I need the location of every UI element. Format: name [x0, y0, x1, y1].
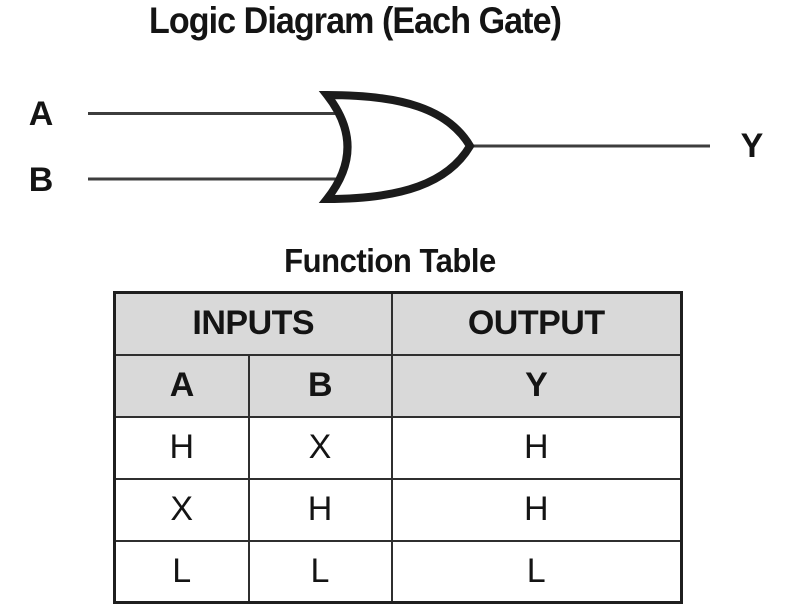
- column-header-row: A B Y: [113, 353, 683, 418]
- cell-y: H: [390, 415, 683, 480]
- cell-a: H: [113, 415, 250, 480]
- cell-a: L: [113, 539, 250, 604]
- cell-y: H: [390, 477, 683, 542]
- cell-y: L: [390, 539, 683, 604]
- page-title: Logic Diagram (Each Gate): [148, 0, 562, 41]
- column-header-a: A: [113, 353, 250, 418]
- function-table-title: Function Table: [284, 242, 496, 279]
- logic-gate-diagram: A B Y: [0, 0, 800, 240]
- function-table-body: H X H X H H L L L: [113, 415, 683, 604]
- output-y-label: Y: [740, 127, 764, 165]
- table-row: L L L: [113, 539, 683, 604]
- cell-b: H: [247, 477, 393, 542]
- cell-b: X: [247, 415, 393, 480]
- group-header-row: INPUTS OUTPUT: [113, 291, 683, 356]
- column-header-b: B: [247, 353, 393, 418]
- cell-b: L: [247, 539, 393, 604]
- input-a-label: A: [28, 95, 54, 133]
- function-table-header: INPUTS OUTPUT A B Y: [113, 291, 683, 418]
- inputs-group-header: INPUTS: [113, 291, 393, 356]
- input-b-label: B: [28, 161, 54, 199]
- column-header-y: Y: [390, 353, 683, 418]
- or-gate-symbol: [318, 90, 475, 204]
- table-row: X H H: [113, 477, 683, 542]
- or-gate-drawing: [88, 90, 710, 204]
- cell-a: X: [113, 477, 250, 542]
- function-table: INPUTS OUTPUT A B Y H X H X H H L L: [113, 291, 683, 604]
- table-row: H X H: [113, 415, 683, 480]
- output-group-header: OUTPUT: [390, 291, 683, 356]
